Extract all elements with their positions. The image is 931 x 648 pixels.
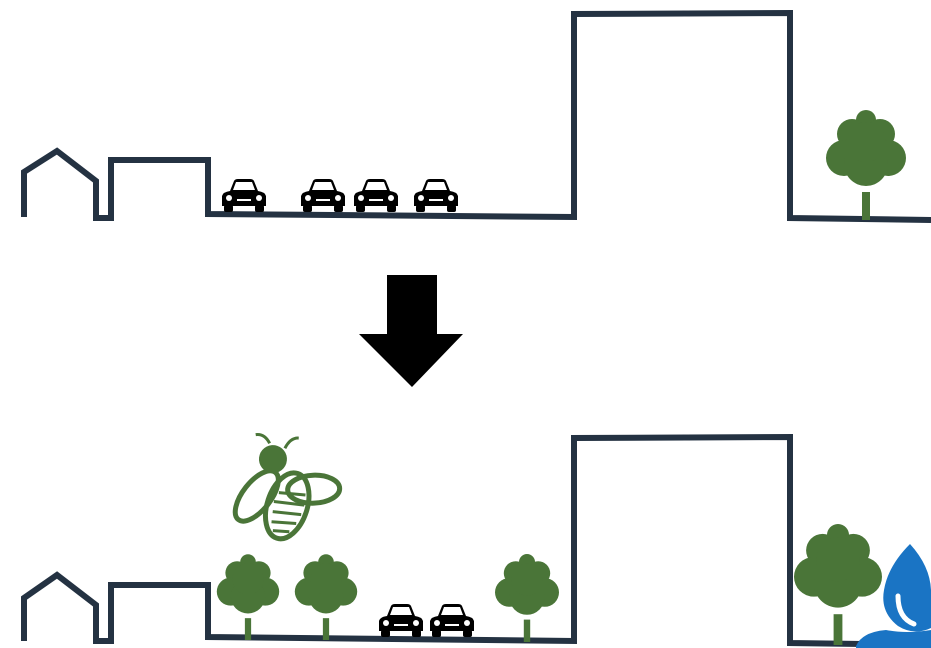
tree-icon xyxy=(294,554,358,640)
skyline-outline-after xyxy=(21,433,931,648)
tree-icon xyxy=(826,110,906,220)
water-drop-fountain-icon xyxy=(856,544,931,648)
bee-icon xyxy=(232,432,343,542)
skyline-outline-before xyxy=(21,9,931,223)
car-icon xyxy=(430,604,474,637)
car-icon xyxy=(414,179,458,212)
car-icon xyxy=(222,179,266,212)
car-icon xyxy=(379,604,423,637)
after-scene xyxy=(21,432,931,648)
car-icon xyxy=(301,179,345,212)
car-icon xyxy=(354,179,398,212)
tree-icon xyxy=(216,554,280,640)
before-scene xyxy=(21,9,931,223)
tree-icon xyxy=(495,554,559,642)
tree-icon xyxy=(794,524,882,645)
arrow-down-icon xyxy=(359,275,463,387)
